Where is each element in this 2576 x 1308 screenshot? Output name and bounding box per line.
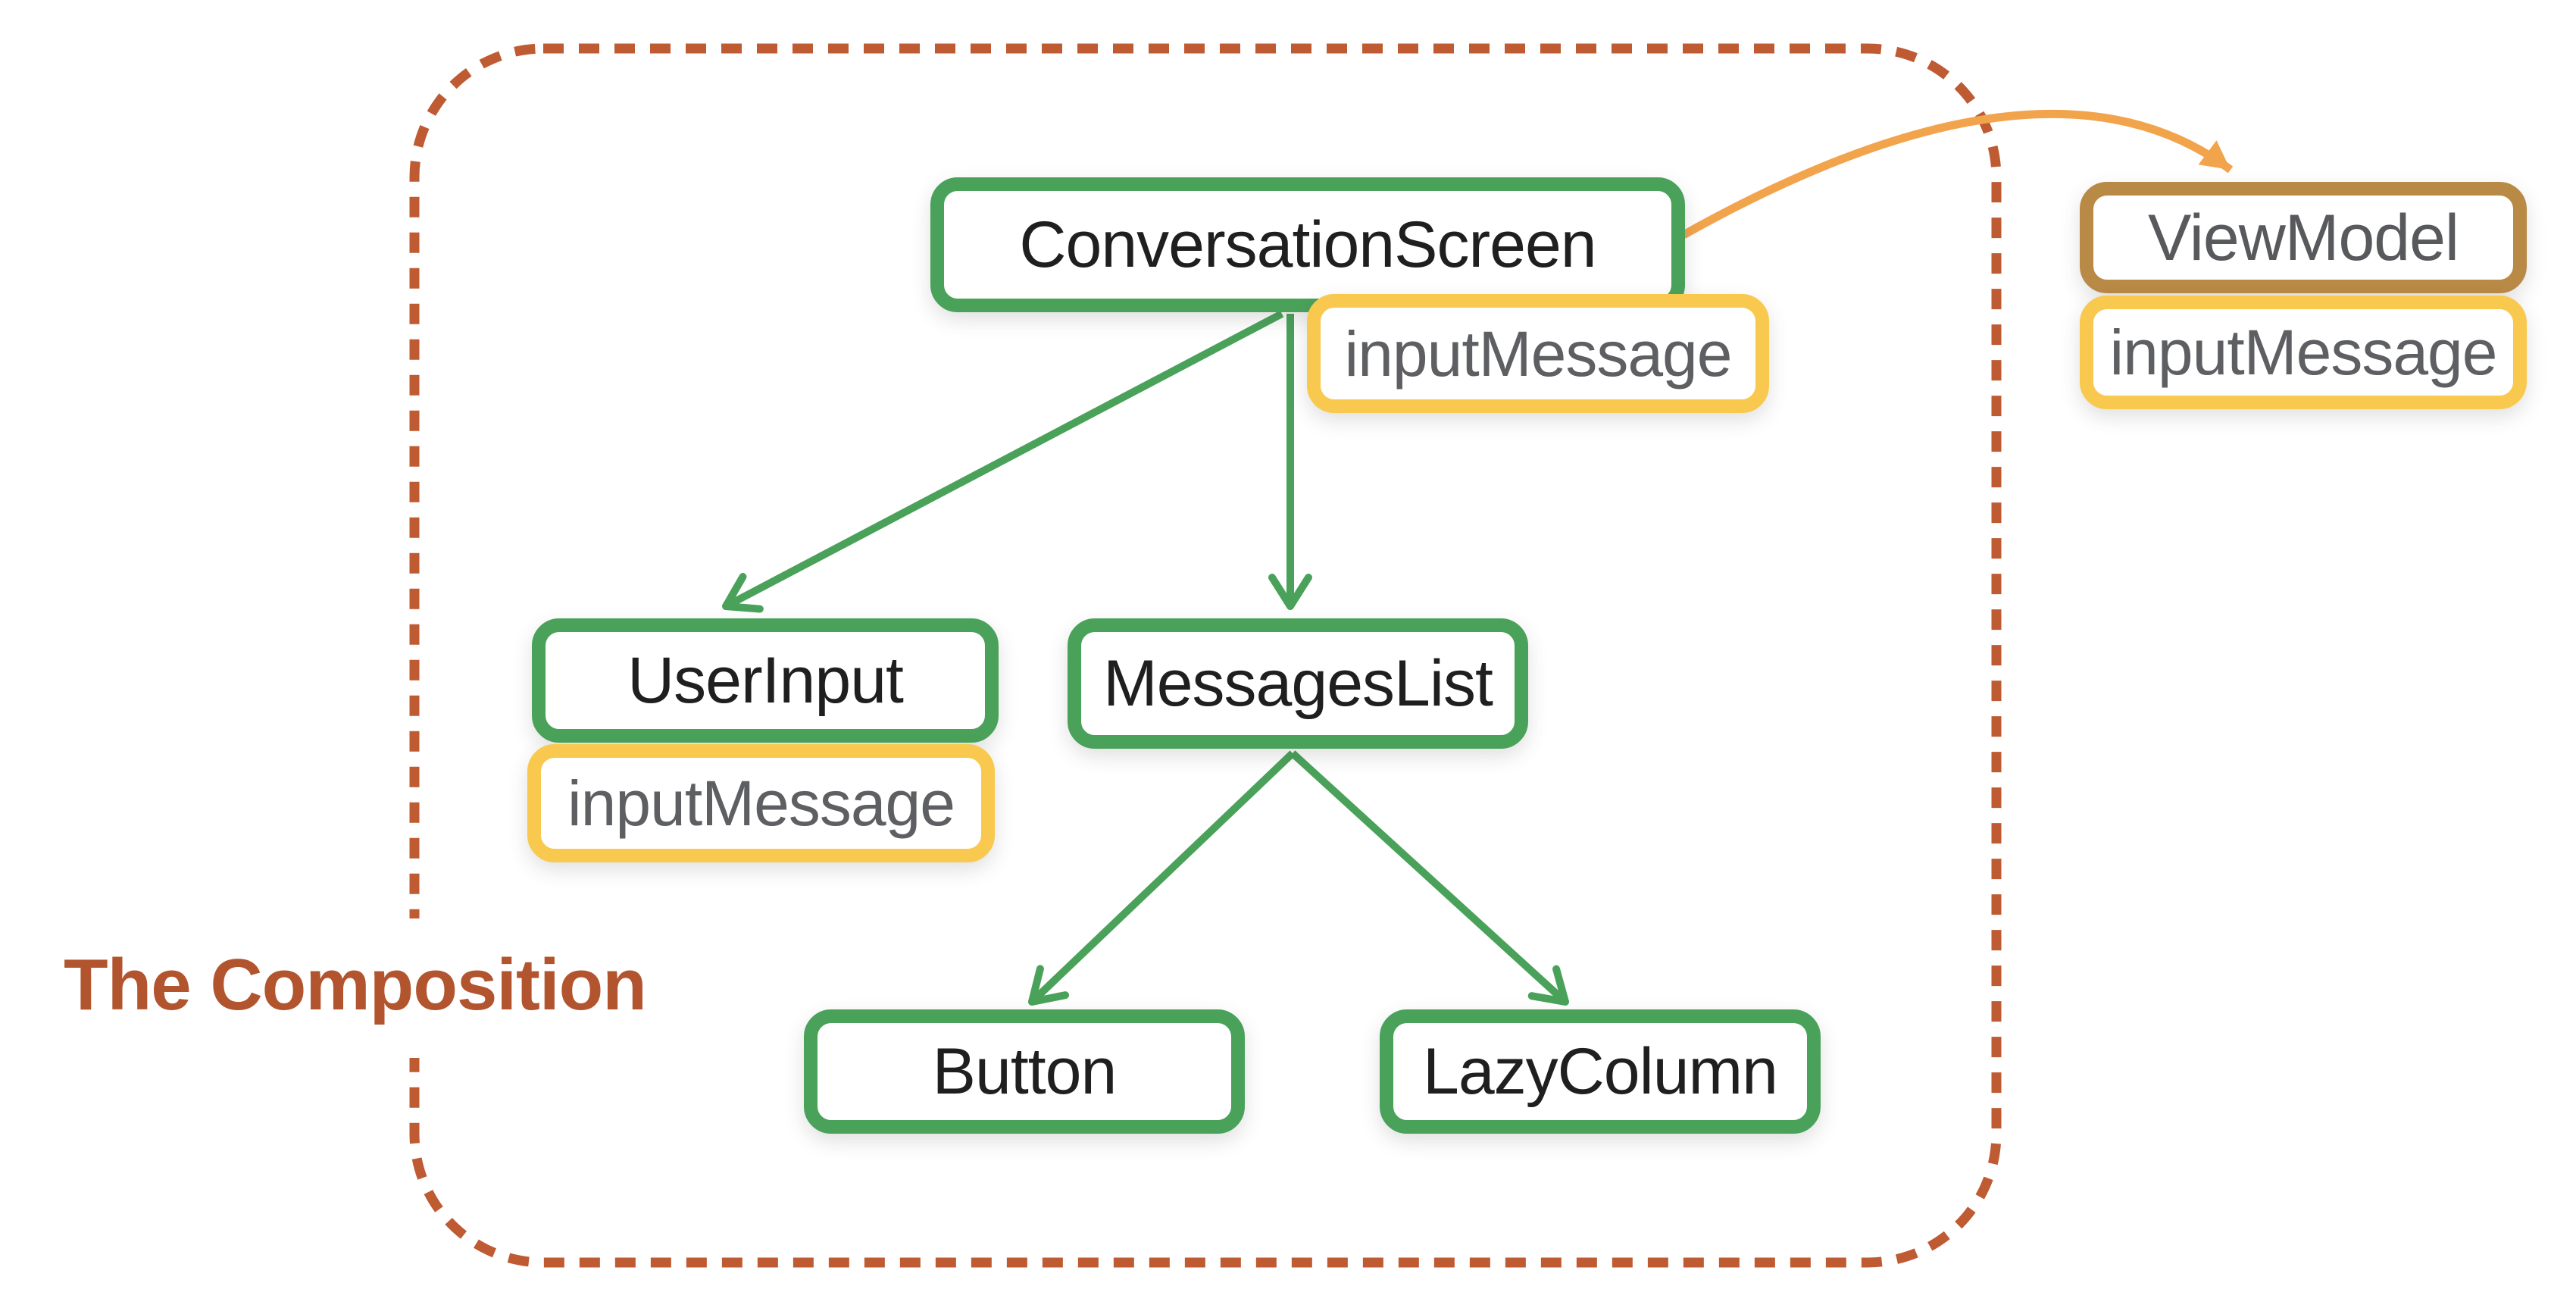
edge-conversationscreen-userinput: [722, 310, 1284, 613]
node-lazy-column: LazyColumn: [1380, 1009, 1821, 1134]
node-button-label: Button: [932, 1035, 1118, 1108]
node-conversation-screen-state: inputMessage: [1307, 294, 1769, 413]
edge-messageslist-lazycolumn: [1290, 750, 1569, 1006]
edge-messageslist-button: [1028, 750, 1296, 1006]
node-user-input-state: inputMessage: [527, 744, 995, 862]
node-conversation-screen-label: ConversationScreen: [1019, 208, 1596, 281]
node-view-model-label: ViewModel: [2147, 201, 2459, 274]
node-view-model-state-label: inputMessage: [2109, 317, 2498, 388]
node-view-model: ViewModel: [2080, 182, 2527, 293]
node-lazy-column-label: LazyColumn: [1423, 1035, 1778, 1108]
edge-conversationscreen-viewmodel: [1681, 109, 2234, 239]
composition-boundary: [409, 43, 2002, 1268]
node-conversation-screen-state-label: inputMessage: [1344, 318, 1733, 390]
node-button: Button: [804, 1009, 1245, 1134]
node-view-model-state: inputMessage: [2080, 296, 2527, 409]
node-user-input-label: UserInput: [627, 644, 904, 717]
node-user-input-state-label: inputMessage: [567, 768, 955, 839]
node-user-input: UserInput: [532, 618, 999, 743]
composition-title: The Composition: [64, 918, 669, 1058]
node-messages-list: MessagesList: [1068, 618, 1528, 749]
node-conversation-screen: ConversationScreen: [930, 177, 1685, 312]
node-messages-list-label: MessagesList: [1103, 647, 1493, 720]
